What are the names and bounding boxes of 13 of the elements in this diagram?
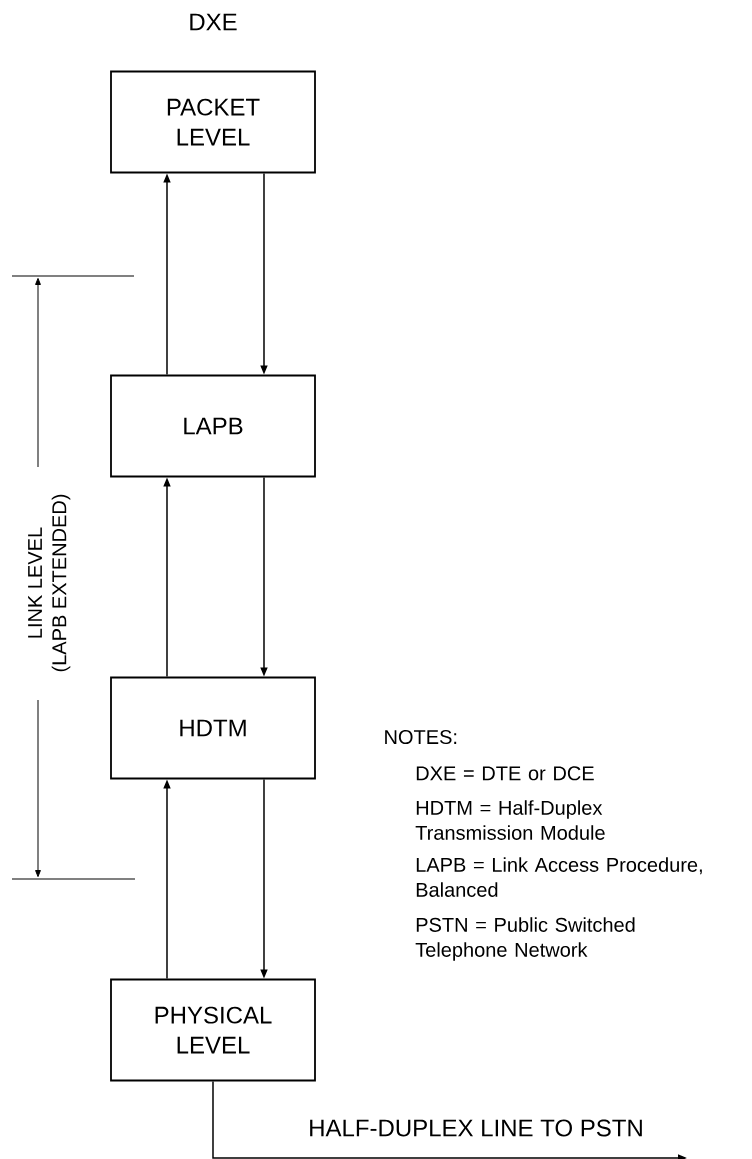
level-box: PHYSICAL LEVEL xyxy=(110,978,316,1082)
note: PSTN = Public Switched Telephone Network xyxy=(415,917,635,961)
note: DXE = DTE or DCE xyxy=(416,766,594,781)
edge-label: HALF-DUPLEX LINE TO PSTN xyxy=(306,1117,646,1139)
note: LAPB = Link Access Procedure, Balanced xyxy=(416,857,702,897)
title: DXE xyxy=(190,13,237,31)
dimension-label: LINK LEVEL xyxy=(28,527,42,638)
level-box: HDTM xyxy=(110,676,316,780)
dimension-label: (LAPB EXTENDED) xyxy=(51,494,71,672)
note: HDTM = Half-Duplex Transmission Module xyxy=(415,800,605,840)
level-box: PACKET LEVEL xyxy=(110,70,316,174)
level-box: LAPB xyxy=(110,374,316,478)
notes-heading: NOTES: xyxy=(385,729,457,745)
